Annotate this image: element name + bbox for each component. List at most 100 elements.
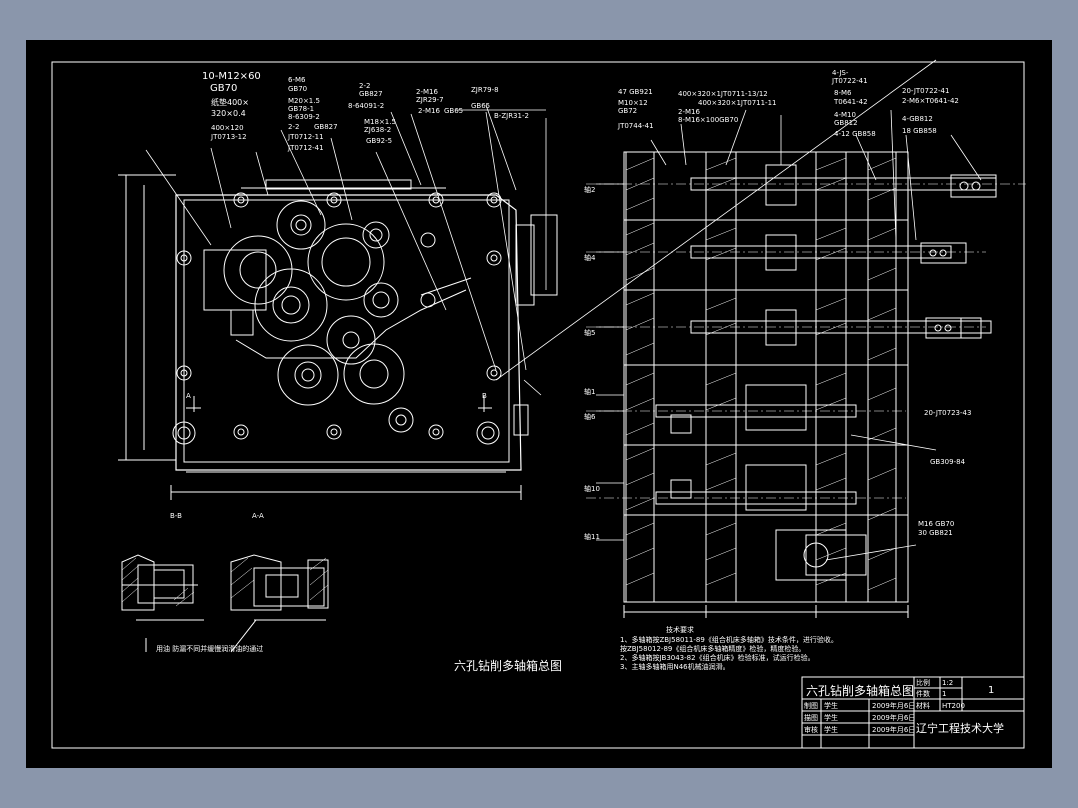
gears-side	[670, 164, 867, 581]
label-f1: M16 GB70	[918, 520, 955, 528]
shaft-label: 轴11	[584, 533, 600, 541]
drawing-caption: 六孔钻削多轴箱总图	[454, 659, 563, 673]
label-plug2: B-ZJR31-2	[494, 112, 529, 120]
label-wash: 2-M16	[416, 88, 438, 96]
shaft-label: 轴5	[584, 329, 596, 337]
label-screw-gb: GB78-1	[288, 105, 315, 113]
title-block-ratio: 1:2	[942, 679, 954, 687]
label-felt: 纸垫400×	[211, 98, 249, 107]
section-views	[121, 554, 329, 653]
shaft-label: 轴4	[584, 254, 596, 262]
label-e1: 20-JT0723-43	[924, 409, 972, 417]
section-note: 用油 防漏不同并缓慢润滑油的通过	[156, 645, 264, 653]
tech-req-line: 2、多轴箱按JB3043-82《组合机床》检验标准，试运行检验。	[620, 654, 815, 662]
title-block-material: HT200	[942, 702, 965, 710]
bolt-holes	[172, 192, 502, 445]
label-part-a: 400×120	[211, 124, 244, 132]
section-mark-a: A	[186, 392, 191, 400]
tb-date: 2009年月6日	[872, 714, 916, 722]
leader-lines-side	[650, 109, 982, 561]
label-nut-code: ZJ638-2	[364, 126, 392, 134]
label-c7: 4-12 GB858	[834, 130, 876, 138]
label-plug-gb: GB65	[471, 102, 491, 110]
label-b3: 2-M16	[678, 108, 700, 116]
shaft-label: 轴10	[584, 485, 600, 493]
engineering-drawing	[51, 59, 1026, 749]
label-bearing2: 2-2	[288, 123, 300, 131]
tech-req-heading: 技术要求	[666, 626, 694, 634]
label-ring: 2-2	[359, 82, 371, 90]
tech-req-line: 1、多轴箱按ZBJ58011-89《组合机床多轴箱》技术条件，进行验收。	[620, 636, 838, 644]
label-d1: 20-JT0722-41	[902, 87, 950, 95]
label-cover: JT0712-11	[288, 133, 324, 141]
title-block-name: 六孔钻削多轴箱总图	[806, 684, 915, 698]
label-c1: 4-JS-	[832, 69, 849, 77]
tb-person: 学生	[824, 726, 838, 734]
label-bearing2-gb: GB827	[314, 123, 338, 131]
tb-role: 描图	[804, 714, 818, 722]
spindles	[586, 174, 1026, 505]
section-bb-title: B-B	[170, 512, 182, 520]
tb-role: 审核	[804, 726, 818, 734]
label-c6: GB812	[834, 119, 858, 127]
label-pin-gb: GB70	[288, 85, 308, 93]
front-view	[118, 174, 558, 500]
label-felt-size: 320×0.4	[211, 109, 246, 118]
section-aa-title: A-A	[252, 512, 264, 520]
drawing-border	[51, 61, 1025, 749]
section-mark-b: B	[482, 392, 487, 400]
label-b2: 400×320×1JT0711-11	[698, 99, 777, 107]
label-cover2: JT0712-41	[288, 144, 324, 152]
title-block-frame	[801, 676, 1025, 749]
label-c4: T0641-42	[834, 98, 868, 106]
title-block-ratio-label: 比例	[916, 679, 930, 687]
label-d2: 2-M6×T0641-42	[902, 97, 959, 105]
label-nut-gb: GB92-5	[366, 137, 393, 145]
label-wash2-gb: GB65	[444, 107, 464, 115]
label-screw: M20×1.5	[288, 97, 320, 105]
label-a4: JT0744-41	[618, 122, 654, 130]
tb-person: 学生	[824, 702, 838, 710]
label-bearing: 8-6309-2	[288, 113, 320, 121]
label-pin: 6-M6	[288, 76, 306, 84]
label-ring2: 8-64091-2	[348, 102, 385, 110]
label-a1: 47 GB921	[618, 88, 653, 96]
label-plug: ZJR79-8	[471, 86, 499, 94]
tech-req-line: 3、主轴多轴箱用N46机械油润滑。	[620, 663, 730, 671]
tb-role: 制图	[804, 702, 818, 710]
tech-req-line: 按ZBJ58012-89《组合机床多轴箱精度》检验，精度检验。	[620, 645, 806, 653]
label-c3: 8-M6	[834, 89, 852, 97]
tb-date: 2009年月6日	[872, 702, 916, 710]
label-a3: GB72	[618, 107, 638, 115]
gear-train	[223, 200, 436, 433]
tb-person: 学生	[824, 714, 838, 722]
label-part-a-code: JT0713-12	[211, 133, 247, 141]
drawing-canvas: 10-M12×60 GB70 纸垫400× 320×0.4 400×120 JT…	[26, 40, 1052, 768]
title-block-school: 辽宁工程技术大学	[916, 722, 1004, 735]
label-nut: M18×1.5	[364, 118, 396, 126]
label-bolt: 10-M12×60	[202, 71, 261, 82]
hatching	[625, 157, 897, 591]
label-wash-code: ZJR29-7	[416, 96, 444, 104]
shaft-label: 轴2	[584, 186, 596, 194]
label-wash2: 2-M16	[418, 107, 440, 115]
tb-date: 2009年月6日	[872, 726, 916, 734]
label-b4: 8-M16×100GB70	[678, 116, 739, 124]
label-d3: 4-GB812	[902, 115, 933, 123]
label-c5: 4-M10	[834, 111, 856, 119]
title-block-material-label: 材料	[916, 702, 930, 710]
label-gb70: GB70	[210, 83, 238, 94]
side-view	[586, 151, 1026, 618]
shaft-label: 轴6	[584, 413, 596, 421]
label-d4: 18 GB858	[902, 127, 937, 135]
shaft-label: 轴1	[584, 388, 596, 396]
label-e2: GB309-84	[930, 458, 966, 466]
title-block-sheet: 1	[988, 685, 995, 696]
label-b1: 400×320×1JT0711-13/12	[678, 90, 768, 98]
label-f2: 30 GB821	[918, 529, 953, 537]
title-block-qty-label: 件数	[916, 690, 930, 698]
title-block-qty: 1	[942, 690, 947, 698]
label-ring-gb: GB827	[359, 90, 383, 98]
label-c2: JT0722-41	[832, 77, 868, 85]
leader-lines-front	[145, 59, 937, 396]
